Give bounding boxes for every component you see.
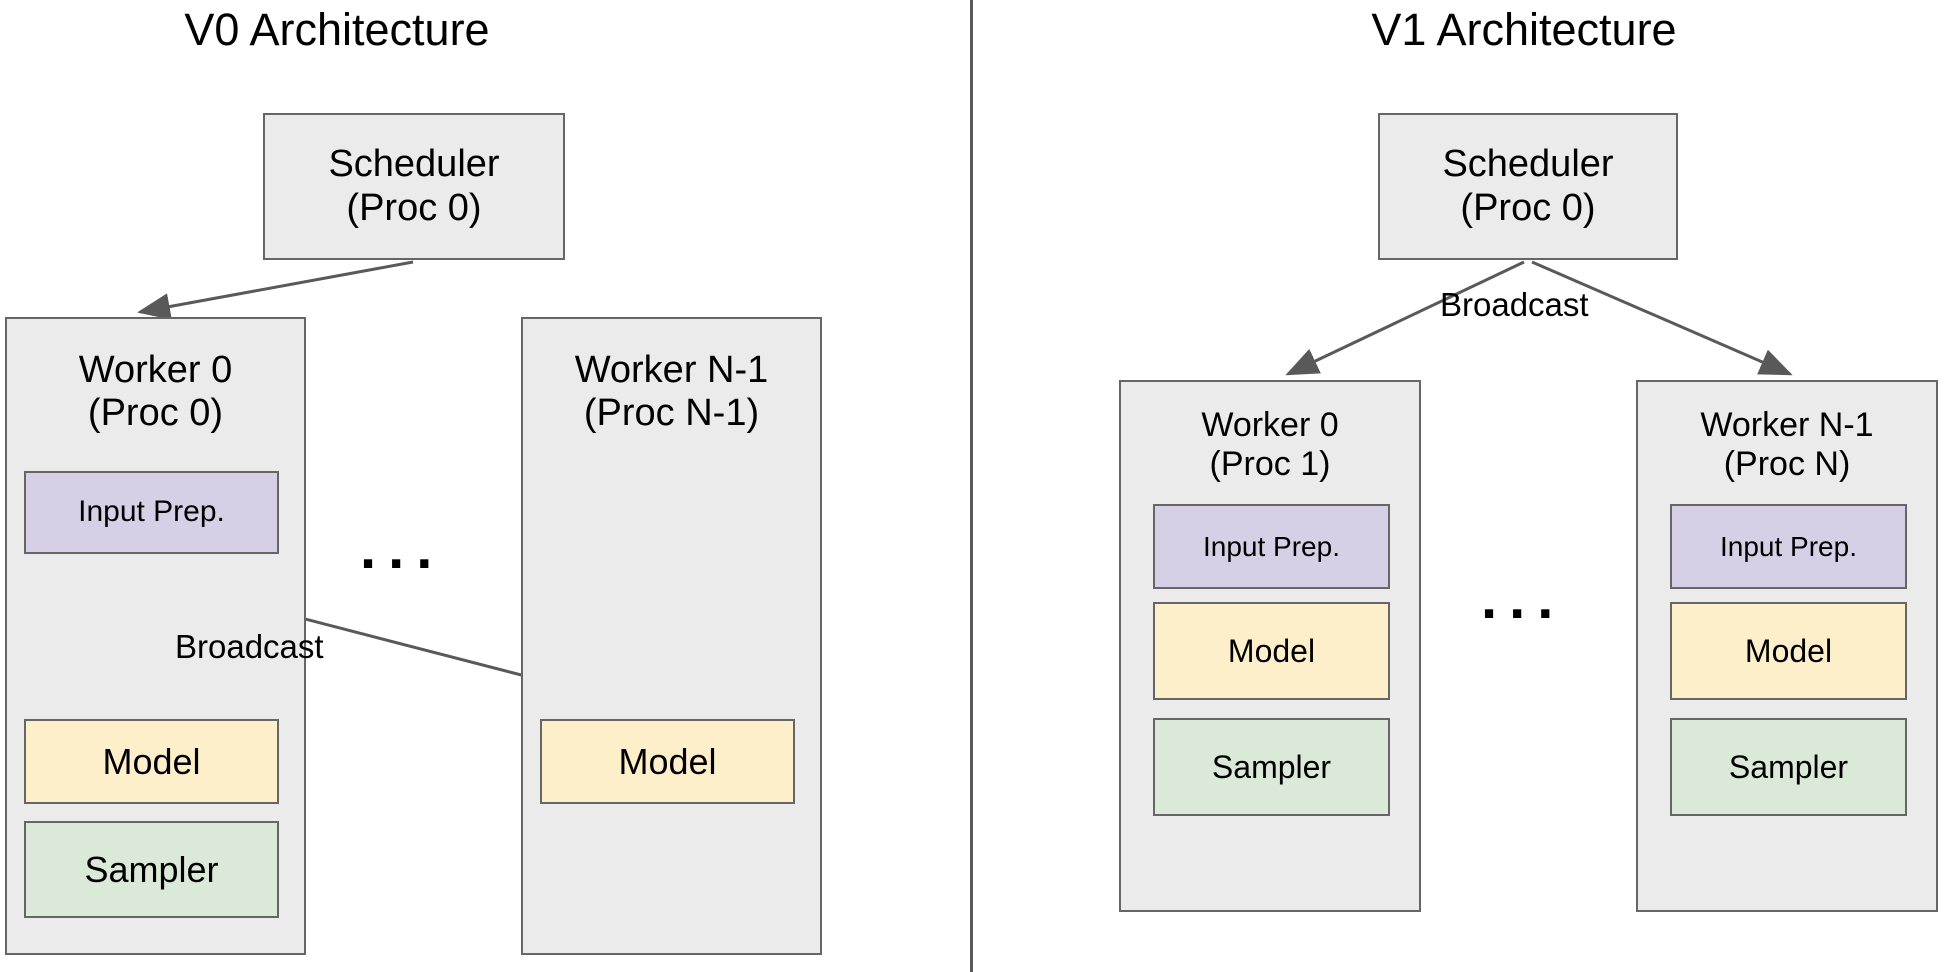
v1-worker-n-1-model-label: Model xyxy=(1744,632,1833,669)
v0-worker-0-container[interactable]: Worker 0 (Proc 0) Input Prep. Model Samp… xyxy=(5,317,306,955)
arrow-v0-scheduler-to-worker0 xyxy=(137,260,414,320)
v1-ellipsis: ... xyxy=(1481,566,1566,631)
v0-ellipsis: ... xyxy=(360,516,445,581)
v1-worker-n-1-input-prep-box[interactable]: Input Prep. xyxy=(1670,504,1907,589)
v0-worker-n-1-label: Worker N-1 (Proc N-1) xyxy=(574,349,769,435)
v0-worker-n-1-model-box[interactable]: Model xyxy=(540,719,795,804)
v0-broadcast-label: Broadcast xyxy=(175,628,324,665)
v0-worker-0-sampler-label: Sampler xyxy=(84,848,219,890)
v0-worker-0-model-box[interactable]: Model xyxy=(24,719,279,804)
v0-worker-0-model-label: Model xyxy=(102,740,201,782)
v0-worker-0-input-prep-box[interactable]: Input Prep. xyxy=(24,471,279,554)
v1-worker-0-input-prep-label: Input Prep. xyxy=(1203,530,1340,562)
v1-worker-0-label: Worker 0 (Proc 1) xyxy=(1201,406,1339,483)
v1-worker-0-input-prep-box[interactable]: Input Prep. xyxy=(1153,504,1390,589)
v1-scheduler-label: Scheduler (Proc 0) xyxy=(1442,143,1614,229)
panel-divider xyxy=(970,0,973,972)
v0-worker-n-1-container[interactable]: Worker N-1 (Proc N-1) Model xyxy=(521,317,822,955)
v1-worker-n-1-container[interactable]: Worker N-1 (Proc N) Input Prep. Model Sa… xyxy=(1636,380,1938,912)
v0-scheduler-label: Scheduler (Proc 0) xyxy=(328,143,500,229)
v1-broadcast-label: Broadcast xyxy=(1440,286,1589,323)
v1-worker-0-model-label: Model xyxy=(1227,632,1316,669)
v0-worker-0-label: Worker 0 (Proc 0) xyxy=(78,349,233,435)
v1-worker-0-sampler-box[interactable]: Sampler xyxy=(1153,718,1390,816)
v0-worker-n-1-model-label: Model xyxy=(618,740,717,782)
v1-worker-n-1-model-box[interactable]: Model xyxy=(1670,602,1907,700)
v0-worker-0-sampler-box[interactable]: Sampler xyxy=(24,821,279,918)
v0-scheduler-box[interactable]: Scheduler (Proc 0) xyxy=(263,113,565,260)
v1-worker-n-1-sampler-box[interactable]: Sampler xyxy=(1670,718,1907,816)
v1-worker-0-model-box[interactable]: Model xyxy=(1153,602,1390,700)
v0-worker-0-input-prep-label: Input Prep. xyxy=(78,495,225,529)
v1-worker-0-sampler-label: Sampler xyxy=(1211,748,1332,785)
v1-worker-0-container[interactable]: Worker 0 (Proc 1) Input Prep. Model Samp… xyxy=(1119,380,1421,912)
panel-title-v0: V0 Architecture xyxy=(184,4,490,55)
v1-worker-n-1-input-prep-label: Input Prep. xyxy=(1720,530,1857,562)
v1-worker-n-1-sampler-label: Sampler xyxy=(1728,748,1849,785)
v1-worker-n-1-label: Worker N-1 (Proc N) xyxy=(1700,406,1874,483)
v1-scheduler-box[interactable]: Scheduler (Proc 0) xyxy=(1378,113,1678,260)
panel-title-v1: V1 Architecture xyxy=(1371,4,1677,55)
